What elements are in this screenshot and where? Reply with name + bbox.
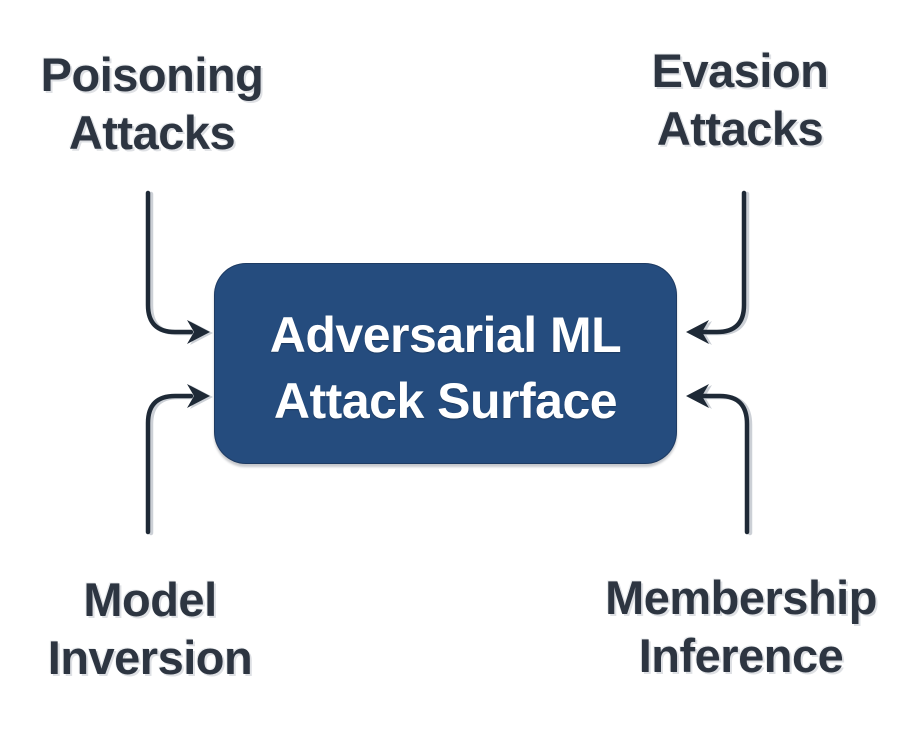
label-line: Inversion <box>47 631 253 684</box>
arrow-line <box>145 393 194 535</box>
arrow-line <box>700 190 747 335</box>
label-poisoning-attacks: Poisoning Attacks <box>0 46 312 162</box>
arrow-line <box>700 393 750 535</box>
label-model-inversion: Model Inversion <box>0 571 310 687</box>
label-line: Evasion <box>651 44 829 97</box>
label-line: Inference <box>638 629 844 682</box>
label-line: Model <box>83 573 217 626</box>
arrow-line <box>145 190 194 335</box>
arrow-poisoning-to-center <box>145 190 210 344</box>
label-line: Attacks <box>68 106 236 159</box>
label-line: Membership <box>605 571 877 624</box>
arrowhead-left-icon <box>686 384 709 408</box>
center-node-title-line: Adversarial ML <box>269 306 622 363</box>
arrow-evasion-to-center <box>686 190 747 344</box>
arrowhead-right-icon <box>187 320 210 344</box>
arrowhead-left-icon <box>686 320 709 344</box>
label-membership-inference: Membership Inference <box>581 569 900 685</box>
center-node-title-line: Attack Surface <box>273 372 618 429</box>
arrow-model-inversion-to-center <box>145 384 210 535</box>
label-line: Poisoning <box>40 48 264 101</box>
arrowhead-right-icon <box>187 384 210 408</box>
label-evasion-attacks: Evasion Attacks <box>580 42 900 158</box>
center-node-adversarial-ml-attack-surface: Adversarial ML Attack Surface <box>214 263 677 464</box>
label-line: Attacks <box>656 102 824 155</box>
arrow-membership-inference-to-center <box>686 384 750 535</box>
